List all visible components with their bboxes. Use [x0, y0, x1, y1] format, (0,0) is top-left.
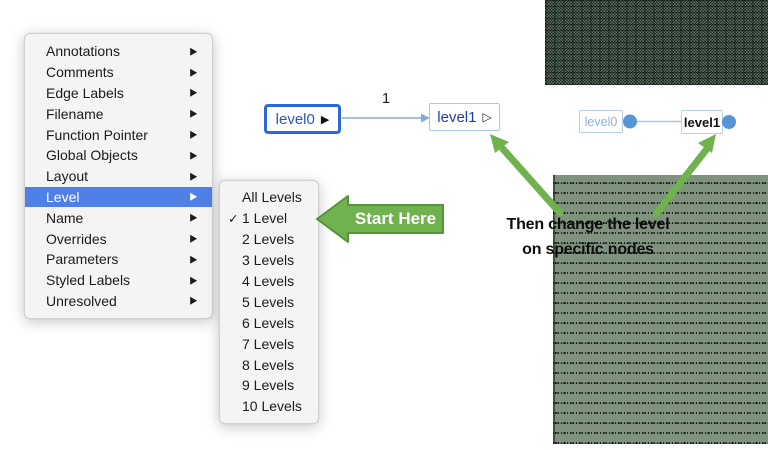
menu-item-label: Global Objects: [46, 147, 138, 164]
submenu-item-label: 9 Levels: [242, 377, 295, 394]
submenu-arrow-icon: ▶: [190, 128, 197, 140]
menu-item-filename[interactable]: Filename ▶: [25, 103, 212, 124]
menu-item-label: Filename: [46, 105, 104, 122]
submenu-arrow-icon: ▶: [190, 107, 197, 119]
submenu-item-7-levels[interactable]: 7 Levels: [220, 333, 318, 354]
expand-triangle-filled-icon: ▶: [320, 113, 330, 126]
submenu-item-label: 1 Level: [242, 210, 288, 227]
submenu-item-label: 2 Levels: [242, 231, 295, 248]
submenu-arrow-icon: ▶: [190, 211, 197, 223]
submenu-arrow-icon: ▶: [190, 45, 197, 57]
node-level1[interactable]: level1 ▷: [429, 103, 500, 131]
menu-item-label: Overrides: [46, 230, 107, 247]
submenu-arrow-icon: ▶: [190, 149, 197, 161]
node-label: level1: [437, 108, 477, 126]
context-menu: Annotations ▶ Comments ▶ Edge Labels ▶ F…: [24, 33, 213, 320]
menu-item-label: Layout: [46, 168, 89, 185]
node-level0[interactable]: level0 ▶: [264, 104, 341, 134]
submenu-item-label: All Levels: [242, 189, 302, 206]
menu-item-label: Function Pointer: [46, 126, 148, 143]
start-here-label: Start Here: [354, 209, 437, 228]
submenu-item-all-levels[interactable]: All Levels: [220, 187, 318, 208]
port-handle-level0[interactable]: [623, 114, 637, 129]
submenu-item-label: 10 Levels: [242, 398, 302, 415]
menu-item-comments[interactable]: Comments ▶: [25, 62, 212, 83]
menu-item-name[interactable]: Name ▶: [25, 207, 212, 228]
submenu-item-9-levels[interactable]: 9 Levels: [220, 375, 318, 396]
submenu-item-1-level[interactable]: ✓ 1 Level: [220, 208, 318, 229]
menu-item-annotations[interactable]: Annotations ▶: [25, 41, 212, 62]
menu-item-label: Annotations: [46, 43, 120, 60]
submenu-arrow-icon: ▶: [190, 273, 197, 286]
menu-item-label: Comments: [46, 64, 114, 81]
menu-item-level[interactable]: Level ▶: [25, 186, 212, 208]
submenu-arrow-icon: ▶: [190, 294, 197, 307]
submenu-item-label: 6 Levels: [242, 314, 295, 331]
node-label: level0: [584, 114, 618, 129]
menu-item-label: Styled Labels: [46, 272, 131, 289]
redacted-text-panel-top: [545, 0, 768, 85]
submenu-arrow-icon: ▶: [190, 253, 197, 265]
submenu-item-label: 4 Levels: [242, 273, 295, 289]
menu-item-label: Parameters: [46, 251, 119, 268]
menu-item-label: Level: [46, 188, 80, 205]
node-label: level1: [683, 114, 721, 130]
submenu-item-8-levels[interactable]: 8 Levels: [220, 354, 318, 375]
submenu-item-label: 8 Levels: [242, 356, 295, 373]
menu-item-styled-labels[interactable]: Styled Labels ▶: [25, 270, 212, 291]
submenu-item-5-levels[interactable]: 5 Levels: [220, 291, 318, 312]
mini-node-level1[interactable]: level1: [681, 110, 723, 134]
menu-item-global-objects[interactable]: Global Objects ▶: [25, 145, 212, 166]
submenu-item-10-levels[interactable]: 10 Levels: [220, 396, 318, 417]
submenu-item-4-levels[interactable]: 4 Levels: [220, 271, 318, 292]
menu-item-unresolved[interactable]: Unresolved ▶: [25, 291, 212, 312]
submenu-item-label: 7 Levels: [242, 335, 295, 352]
menu-item-overrides[interactable]: Overrides ▶: [25, 228, 212, 249]
submenu-item-6-levels[interactable]: 6 Levels: [220, 312, 318, 333]
submenu-arrow-icon: ▶: [190, 169, 197, 182]
submenu-item-label: 5 Levels: [242, 293, 295, 310]
mini-node-level0[interactable]: level0: [579, 110, 623, 133]
level-submenu: All Levels ✓ 1 Level 2 Levels 3 Levels 4…: [219, 180, 319, 424]
menu-item-parameters[interactable]: Parameters ▶: [25, 249, 212, 270]
annotation-note: Then change the level on specific nodes: [502, 212, 674, 262]
menu-item-label: Name: [46, 209, 84, 226]
submenu-arrow-icon: ▶: [190, 65, 197, 78]
submenu-arrow-icon: ▶: [190, 232, 197, 244]
green-arrow-right-head-icon: [698, 134, 716, 153]
annotation-note-line2: on specific nodes: [522, 241, 654, 258]
submenu-arrow-icon: ▶: [190, 86, 197, 99]
menu-item-edge-labels[interactable]: Edge Labels ▶: [25, 83, 212, 104]
submenu-item-2-levels[interactable]: 2 Levels: [220, 229, 318, 250]
node-label: level0: [275, 110, 315, 128]
green-arrow-left: [499, 145, 564, 217]
green-arrow-left-head-icon: [490, 134, 509, 153]
expand-triangle-outline-icon: ▷: [482, 110, 492, 124]
edge-weight-label: 1: [381, 90, 391, 107]
port-handle-level1[interactable]: [722, 115, 736, 129]
submenu-item-3-levels[interactable]: 3 Levels: [220, 250, 318, 271]
menu-item-label: Unresolved: [46, 292, 117, 309]
menu-item-function-pointer[interactable]: Function Pointer ▶: [25, 124, 212, 145]
menu-item-label: Edge Labels: [46, 84, 124, 101]
annotation-note-line1: Then change the level: [506, 216, 670, 233]
redacted-text-panel-main: [553, 175, 768, 444]
check-icon: ✓: [228, 211, 239, 226]
submenu-arrow-icon: ▶: [190, 190, 197, 203]
menu-item-layout[interactable]: Layout ▶: [25, 166, 212, 187]
submenu-item-label: 3 Levels: [242, 252, 295, 269]
